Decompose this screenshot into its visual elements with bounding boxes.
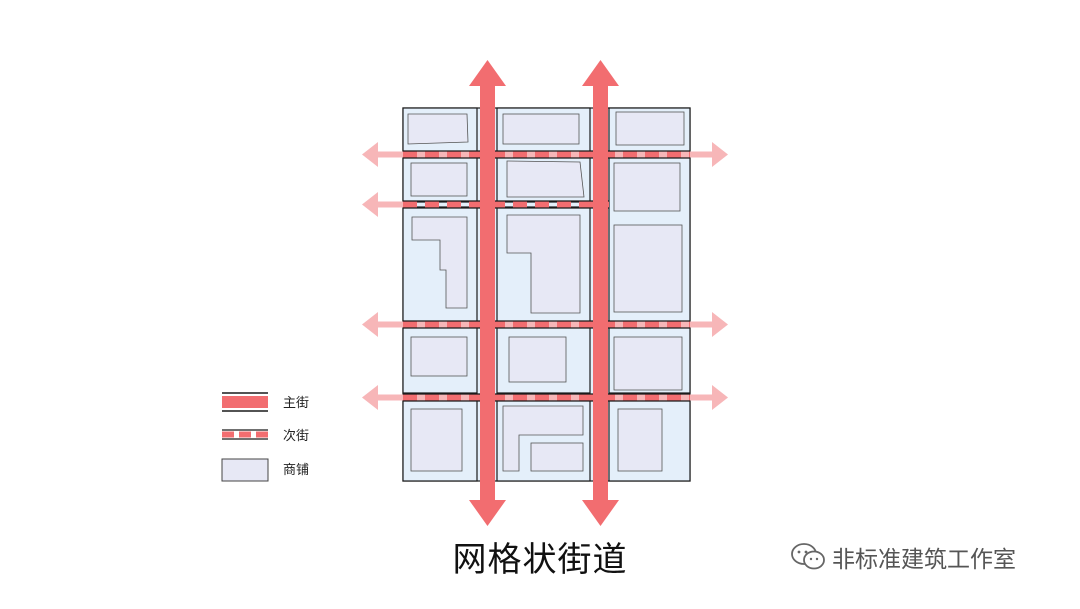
arrow-right-icon: [712, 385, 728, 410]
secondary-street-row: [372, 393, 720, 402]
shop: [613, 162, 681, 212]
arrow-up-icon: [582, 60, 619, 86]
shop: [506, 214, 581, 314]
shop: [508, 336, 567, 383]
arrow-left-icon: [362, 192, 378, 217]
main-street: [593, 80, 608, 512]
legend-label-main: 主街: [283, 396, 309, 411]
diagram-caption: 网格状街道: [452, 540, 628, 580]
legend-main-street: 主街: [222, 392, 309, 412]
shop: [617, 408, 663, 472]
shop: [502, 113, 580, 145]
watermark: 非标准建筑工作室: [790, 540, 1016, 574]
arrow-right-icon: [712, 142, 728, 167]
shop: [615, 111, 685, 146]
arrow-right-icon: [712, 312, 728, 337]
arrow-left-icon: [362, 312, 378, 337]
shop: [410, 162, 468, 197]
secondary-street-arrows: [362, 142, 728, 410]
main-streets: [469, 60, 619, 526]
legend: 主街 次街 商铺: [221, 392, 309, 482]
shop: [502, 405, 584, 472]
arrow-down-icon: [582, 500, 619, 526]
shop: [410, 336, 468, 377]
shop: [410, 408, 463, 472]
shop: [613, 224, 683, 313]
secondary-streets: [372, 150, 720, 402]
secondary-street-row: [372, 320, 720, 329]
arrow-left-icon: [362, 385, 378, 410]
legend-shop: 商铺: [221, 458, 309, 482]
arrow-left-icon: [362, 142, 378, 167]
legend-secondary-street: 次街: [222, 428, 309, 444]
shop: [506, 160, 585, 198]
arrow-down-icon: [469, 500, 506, 526]
shop: [407, 113, 469, 145]
main-street: [480, 80, 495, 512]
chat-bubble-icon: [791, 543, 825, 570]
arrow-up-icon: [469, 60, 506, 86]
shop: [411, 216, 468, 309]
watermark-text: 非标准建筑工作室: [832, 547, 1016, 573]
shop: [530, 442, 584, 472]
shops: [407, 111, 685, 472]
secondary-street-row: [372, 150, 720, 159]
shop: [613, 336, 683, 391]
legend-label-shop: 商铺: [283, 463, 309, 478]
legend-label-secondary: 次街: [283, 428, 309, 444]
